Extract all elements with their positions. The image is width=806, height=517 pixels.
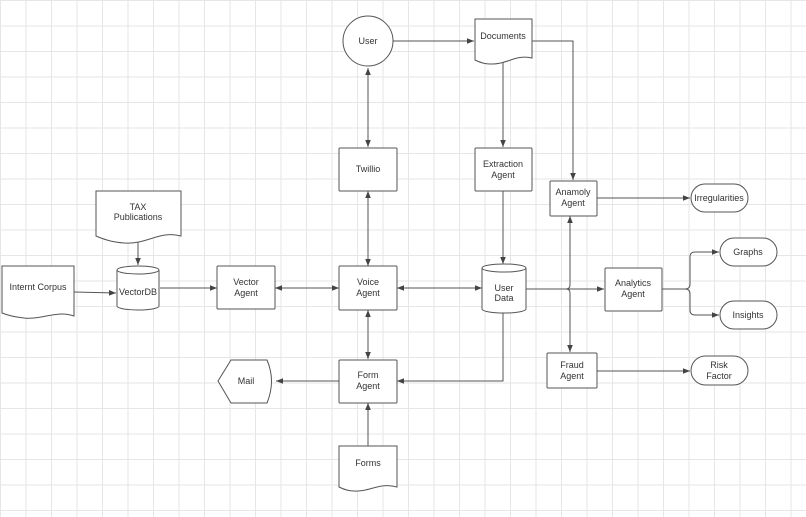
- extraction-agent-box: [474, 147, 533, 192]
- edge-userdata-fraud: [565, 288, 573, 352]
- internt-corpus-label: Internt Corpus: [9, 282, 67, 292]
- user-data-label-2: Data: [494, 293, 513, 303]
- edge-userdata-formagent: [397, 312, 504, 384]
- vector-agent-box: [216, 265, 276, 310]
- node-vectordb[interactable]: VectorDB: [116, 265, 160, 311]
- analytics-agent-label-2: Agent: [621, 289, 645, 299]
- forms-label: Forms: [355, 458, 381, 468]
- tax-publications-label-2: Publications: [114, 212, 163, 222]
- node-graphs[interactable]: Graphs: [719, 237, 778, 267]
- fraud-agent-label-2: Agent: [560, 371, 584, 381]
- node-documents[interactable]: Documents: [474, 18, 533, 65]
- analytics-agent-box: [604, 267, 663, 312]
- forms-shape: [338, 445, 398, 492]
- irregularities-label: Irregularities: [694, 193, 744, 203]
- graphs-label: Graphs: [733, 247, 763, 257]
- vectordb-body: [116, 270, 160, 311]
- fraud-agent-box: [546, 352, 598, 389]
- node-twillio[interactable]: Twillio: [338, 147, 398, 192]
- twillio-label: Twillio: [356, 164, 381, 174]
- node-voice-agent[interactable]: Voice Agent: [338, 265, 398, 311]
- insights-pill: [719, 300, 778, 330]
- node-risk-factor[interactable]: Risk Factor: [690, 355, 749, 386]
- node-user[interactable]: User: [342, 15, 394, 67]
- vectordb-top: [116, 265, 160, 275]
- mail-label: Mail: [238, 376, 255, 386]
- insights-label: Insights: [732, 310, 764, 320]
- node-form-agent[interactable]: Form Agent: [338, 359, 398, 404]
- edge-corpus-vectordb: [73, 290, 117, 296]
- vector-agent-label-2: Agent: [234, 288, 258, 298]
- extraction-agent-label-1: Extraction: [483, 159, 523, 169]
- internt-corpus-shape: [1, 265, 75, 319]
- vectordb-label: VectorDB: [119, 287, 157, 297]
- node-user-data[interactable]: User Data: [481, 263, 527, 314]
- edge-documents-anamoly: [532, 40, 576, 180]
- irregularities-pill: [690, 183, 749, 213]
- mail-shape: [217, 359, 272, 404]
- node-analytics-agent[interactable]: Analytics Agent: [604, 267, 663, 312]
- anamoly-agent-box: [549, 180, 598, 217]
- node-tax-publications[interactable]: TAX Publications: [95, 190, 182, 244]
- node-insights[interactable]: Insights: [719, 300, 778, 330]
- form-agent-label-1: Form: [358, 370, 379, 380]
- node-irregularities[interactable]: Irregularities: [690, 183, 749, 213]
- anamoly-agent-label-1: Anamoly: [555, 187, 591, 197]
- vector-agent-label-1: Vector: [233, 277, 259, 287]
- user-data-top: [481, 263, 527, 273]
- extraction-agent-label-2: Agent: [491, 170, 515, 180]
- user-data-body: [481, 268, 527, 314]
- fraud-agent-label-1: Fraud: [560, 360, 584, 370]
- form-agent-box: [338, 359, 398, 404]
- connectors: [73, 38, 719, 446]
- tax-publications-shape: [95, 190, 182, 244]
- user-circle: [342, 15, 394, 67]
- analytics-agent-label-1: Analytics: [615, 278, 652, 288]
- tax-publications-label-1: TAX: [130, 202, 147, 212]
- voice-agent-label-1: Voice: [357, 277, 379, 287]
- voice-agent-label-2: Agent: [356, 288, 380, 298]
- node-fraud-agent[interactable]: Fraud Agent: [546, 352, 598, 389]
- user-label: User: [358, 36, 377, 46]
- edge-analytics-graphs: [662, 249, 719, 290]
- risk-factor-label-1: Risk: [710, 360, 728, 370]
- node-anamoly-agent[interactable]: Anamoly Agent: [549, 180, 598, 217]
- node-extraction-agent[interactable]: Extraction Agent: [474, 147, 533, 192]
- documents-shape: [474, 18, 533, 65]
- edge-userdata-anamoly: [565, 216, 573, 290]
- form-agent-label-2: Agent: [356, 381, 380, 391]
- anamoly-agent-label-2: Agent: [561, 198, 585, 208]
- voice-agent-box: [338, 265, 398, 311]
- node-internt-corpus[interactable]: Internt Corpus: [1, 265, 75, 319]
- risk-factor-label-2: Factor: [706, 371, 732, 381]
- graphs-pill: [719, 237, 778, 267]
- risk-factor-pill: [690, 355, 749, 386]
- node-mail[interactable]: Mail: [217, 359, 272, 404]
- documents-label: Documents: [480, 31, 526, 41]
- node-vector-agent[interactable]: Vector Agent: [216, 265, 276, 310]
- twillio-box: [338, 147, 398, 192]
- user-data-label-1: User: [494, 283, 513, 293]
- edge-analytics-insights: [684, 288, 719, 318]
- node-forms[interactable]: Forms: [338, 445, 398, 492]
